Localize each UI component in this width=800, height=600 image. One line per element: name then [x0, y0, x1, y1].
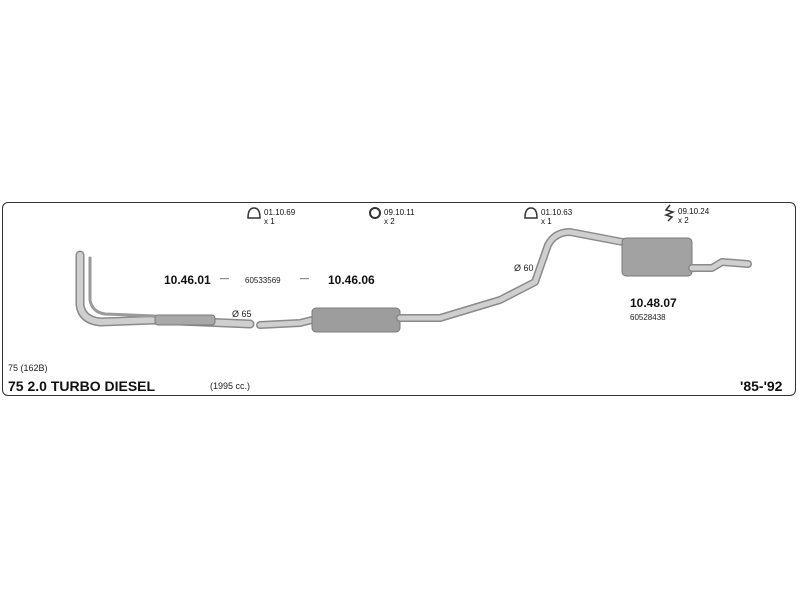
- flex-section: [154, 314, 216, 326]
- clamp-icon: [247, 207, 261, 219]
- clamp-icon: [524, 207, 538, 219]
- part-ref-rear: 60528438: [630, 313, 666, 322]
- centre-silencer: [311, 307, 401, 333]
- vehicle-title: 75 2.0 TURBO DIESEL: [8, 378, 156, 394]
- ring-icon: [369, 207, 381, 219]
- model-code: 75 (162B): [8, 363, 48, 373]
- diameter-front: Ø 65: [232, 309, 252, 319]
- dash-2: —: [300, 273, 309, 283]
- part-code-rear: 10.48.07: [630, 296, 677, 310]
- spring-icon: [663, 204, 676, 222]
- fitting-1-label: 01.10.69 x 1: [264, 208, 296, 226]
- rear-silencer: [621, 237, 693, 277]
- front-pipe-inner: [77, 252, 253, 327]
- displacement: (1995 cc.): [210, 381, 251, 391]
- middle-pipe-inner: [257, 317, 315, 328]
- tailpipe-inner: [689, 259, 751, 271]
- front-pipe-second: [88, 256, 157, 318]
- part-ref-middle: 60533569: [245, 276, 281, 285]
- fitting-2-label: 09.10.11 x 2: [384, 208, 415, 226]
- fitting-4-label: 09.10.24 x 2: [678, 207, 710, 225]
- part-code-front: 10.46.01: [164, 273, 211, 287]
- part-code-middle: 10.46.06: [328, 273, 375, 287]
- rear-pipe: [396, 228, 632, 322]
- diagram-frame: [2, 202, 796, 396]
- dash-1: —: [220, 273, 229, 283]
- diameter-rear: Ø 60: [514, 263, 534, 273]
- rear-pipe-inner: [397, 229, 631, 321]
- model-years: '85-'92: [740, 378, 783, 394]
- fitting-3-label: 01.10.63 x 1: [541, 208, 573, 226]
